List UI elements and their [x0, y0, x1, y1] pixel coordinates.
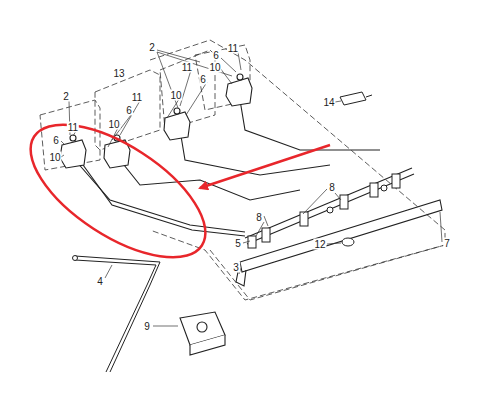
leader-lines	[61, 50, 442, 326]
callout-number: 8	[255, 212, 263, 223]
callout-number: 2	[62, 91, 70, 102]
callout-number: 6	[212, 50, 220, 61]
callout-number: 12	[313, 239, 326, 250]
callout-number: 10	[169, 90, 182, 101]
callout-number: 11	[67, 122, 79, 133]
callout-number: 5	[234, 238, 242, 249]
callout-number: 10	[107, 119, 120, 130]
highlight	[10, 99, 330, 283]
gas-supply-tube	[73, 256, 161, 373]
spark-switch	[340, 92, 372, 105]
gas-valves	[60, 74, 252, 168]
callout-number: 11	[181, 62, 193, 73]
callout-number: 11	[227, 43, 239, 54]
callout-number: 6	[125, 105, 133, 116]
manifold-rail	[236, 168, 442, 286]
callout-number: 4	[96, 276, 104, 287]
callout-number: 6	[52, 135, 60, 146]
callout-number: 14	[322, 97, 335, 108]
orifice-fittings	[248, 174, 400, 248]
group-outline	[40, 40, 445, 300]
callout-number: 10	[48, 152, 61, 163]
burner-tubes	[75, 100, 380, 236]
callout-number: 8	[328, 182, 336, 193]
callout-number: 9	[143, 321, 151, 332]
callout-number: 2	[148, 42, 156, 53]
callout-number: 10	[208, 62, 221, 73]
clip-part	[342, 238, 354, 246]
callout-number: 3	[232, 262, 240, 273]
callout-number: 6	[199, 74, 207, 85]
pressure-regulator	[180, 312, 225, 355]
callout-number: 11	[131, 92, 143, 103]
callout-number: 13	[112, 68, 125, 79]
callout-number: 7	[443, 238, 451, 249]
